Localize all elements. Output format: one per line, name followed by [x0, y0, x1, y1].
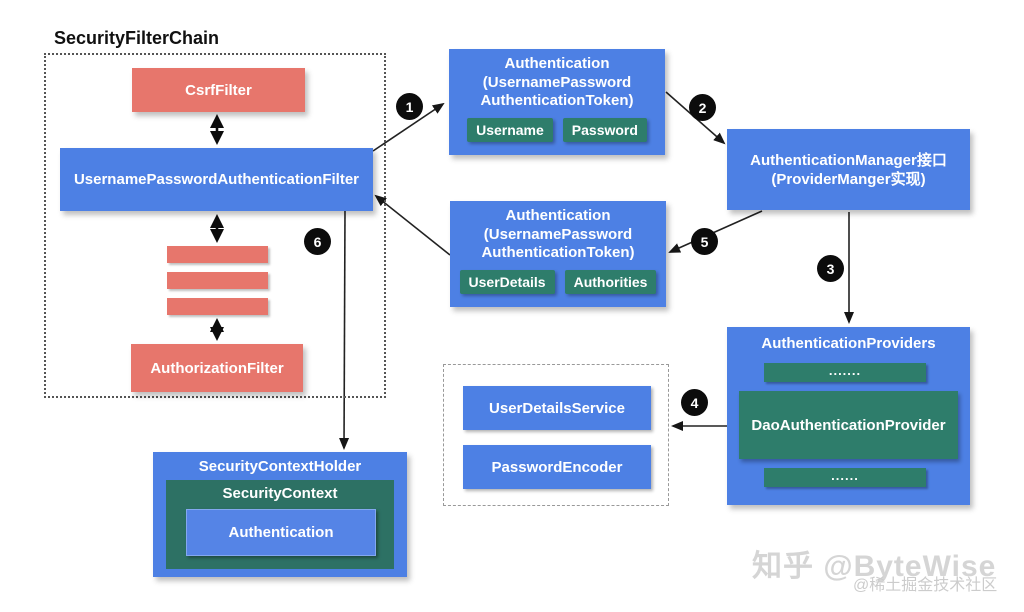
auth-result-title-line1: Authentication: [505, 207, 611, 224]
auth-request-title-line2: (UsernamePassword: [482, 73, 632, 91]
providers-ellipsis-bottom: ......: [764, 468, 926, 487]
auth-result-title-line2: (UsernamePassword: [483, 225, 633, 243]
user-details-service-box: UserDetailsService: [463, 386, 651, 430]
authentication-providers-box: AuthenticationProviders ....... DaoAuthe…: [727, 327, 970, 505]
arrow-result-to-upaf: [374, 194, 451, 256]
password-encoder-box: PasswordEncoder: [463, 445, 651, 489]
password-field-box: Password: [562, 117, 647, 142]
security-context-title: SecurityContext: [222, 485, 338, 502]
authentication-providers-title: AuthenticationProviders: [761, 335, 936, 352]
security-context-box: SecurityContext Authentication: [166, 480, 394, 569]
auth-manager-line1: AuthenticationManager接口: [750, 151, 947, 169]
services-boundary: [443, 364, 669, 506]
watermark-zhihu-bytewise: 知乎 @ByteWise: [752, 550, 997, 583]
username-password-authentication-filter-box: UsernamePasswordAuthenticationFilter: [60, 148, 373, 211]
watermark-juejin-community: @稀土掘金技术社区: [853, 577, 998, 594]
userdetails-field-box: UserDetails: [459, 269, 555, 294]
context-authentication-box: Authentication: [186, 509, 376, 556]
step-badge-2: 2: [689, 94, 716, 121]
auth-manager-line2: (ProviderManger实现): [771, 170, 926, 188]
step-badge-1: 1: [396, 93, 423, 120]
step-badge-4: 4: [681, 389, 708, 416]
authentication-token-result-box: Authentication (UsernamePassword Authent…: [450, 201, 666, 307]
filter-placeholder-bar: [167, 272, 268, 289]
authorization-filter-box: AuthorizationFilter: [131, 344, 303, 392]
authentication-token-request-box: Authentication (UsernamePassword Authent…: [449, 49, 665, 155]
username-field-box: Username: [467, 117, 553, 142]
filter-placeholder-bar: [167, 298, 268, 315]
security-context-holder-title: SecurityContextHolder: [198, 458, 362, 475]
providers-ellipsis-top: .......: [764, 363, 926, 382]
step-badge-6: 6: [304, 228, 331, 255]
step-badge-3: 3: [817, 255, 844, 282]
auth-result-title-line3: AuthenticationToken): [481, 244, 635, 261]
auth-request-title-line3: AuthenticationToken): [480, 92, 634, 109]
dao-authentication-provider-box: DaoAuthenticationProvider: [739, 391, 958, 459]
filter-placeholder-bar: [167, 246, 268, 263]
csrf-filter-box: CsrfFilter: [132, 68, 305, 112]
diagram-title: SecurityFilterChain: [54, 28, 220, 48]
authorities-field-box: Authorities: [564, 269, 657, 294]
step-badge-5: 5: [691, 228, 718, 255]
filter-chain-boundary: [44, 53, 386, 398]
authentication-manager-box: AuthenticationManager接口 (ProviderManger实…: [727, 129, 970, 210]
auth-request-title-line1: Authentication: [504, 55, 610, 72]
security-context-holder-box: SecurityContextHolder SecurityContext Au…: [153, 452, 407, 577]
